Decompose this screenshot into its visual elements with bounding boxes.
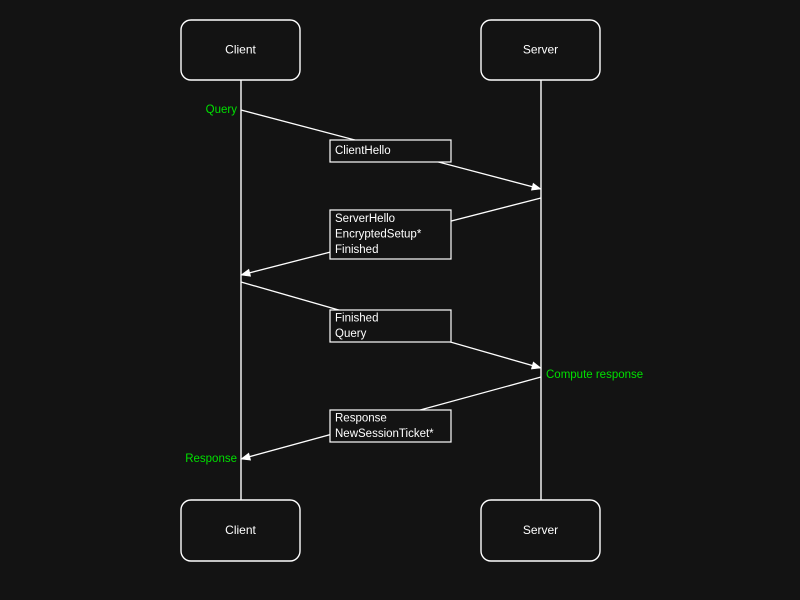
actor-box-server-bottom[interactable]: Server	[480, 499, 601, 562]
message-line: Response	[335, 412, 387, 424]
arrowhead-response-ticket	[240, 452, 252, 461]
actor-box-server-top[interactable]: Server	[480, 19, 601, 81]
actor-box-client-top[interactable]: Client	[180, 19, 301, 81]
actor-label: Server	[523, 43, 558, 57]
actor-box-client-bottom[interactable]: Client	[180, 499, 301, 562]
message-line: EncryptedSetup*	[335, 229, 422, 241]
actor-label: Server	[523, 523, 558, 537]
message-box-client-hello[interactable]: ClientHello	[329, 139, 452, 163]
message-line: Query	[335, 328, 367, 340]
note-compute: Compute response	[546, 369, 643, 381]
message-line: NewSessionTicket*	[335, 428, 434, 440]
arrowhead-server-hello	[240, 268, 252, 277]
message-line: Finished	[335, 244, 378, 256]
note-query: Query	[206, 104, 238, 116]
message-line: ServerHello	[335, 213, 395, 225]
message-line: ClientHello	[335, 145, 391, 157]
note-response: Response	[185, 453, 237, 465]
lifelines-layer	[240, 80, 542, 500]
actor-label: Client	[225, 43, 256, 57]
arrowhead-finished-query	[530, 361, 542, 370]
actor-label: Client	[225, 523, 256, 537]
message-line: Finished	[335, 312, 378, 324]
arrowhead-client-hello	[530, 182, 542, 191]
